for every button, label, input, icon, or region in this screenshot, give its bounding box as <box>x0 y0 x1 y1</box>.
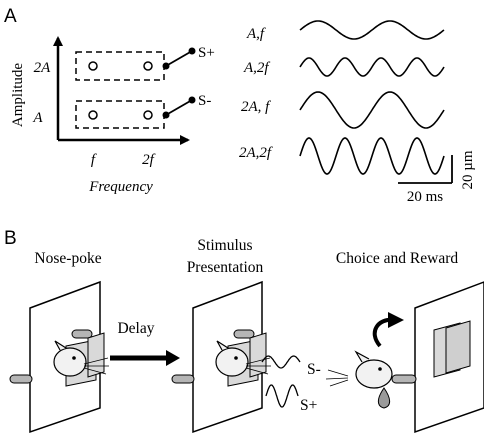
mouse-head <box>53 340 109 377</box>
y-tick-a: A <box>32 110 43 126</box>
stimulus-point <box>88 61 98 71</box>
panel-a-axes <box>53 36 190 145</box>
x-axis-label: Frequency <box>88 179 153 195</box>
stimulus-waves <box>261 355 301 408</box>
port-panel <box>445 320 471 374</box>
y-tick-2a: 2A <box>34 60 52 76</box>
stimulus-chamber <box>171 280 271 434</box>
panel-b-label: B <box>4 228 17 249</box>
mouse-head <box>215 340 271 377</box>
reward-port <box>391 374 417 384</box>
nose-poke-chamber <box>9 280 109 434</box>
waveform-label: 2A,2f <box>239 145 273 161</box>
stimulus-point <box>143 61 153 71</box>
x-tick-f: f <box>91 152 97 168</box>
turn-arrowhead <box>388 312 404 328</box>
waveform-trace <box>299 20 445 40</box>
water-drop-icon <box>377 387 391 409</box>
waveform-label: A,f <box>246 26 266 42</box>
stim-plus-label: S+ <box>300 397 317 414</box>
waveform-trace <box>299 91 445 129</box>
stimulus-wave <box>261 355 301 369</box>
stim-minus-label: S- <box>307 361 321 378</box>
stimulus-point <box>143 110 153 120</box>
stimulus-box-minus <box>75 96 196 129</box>
step-title-choice-reward: Choice and Reward <box>336 250 458 267</box>
time-scale-label: 20 ms <box>407 189 443 205</box>
step-title-nose-poke: Nose-poke <box>34 250 101 267</box>
mouse-head <box>325 350 393 389</box>
waveform-label: 2A, f <box>241 99 271 115</box>
waveform-label: A,2f <box>243 60 270 76</box>
stimulus-point <box>88 110 98 120</box>
stimulus-box-plus <box>75 47 196 81</box>
waveforms <box>299 20 445 175</box>
step-title-stimulus: Stimulus <box>197 237 252 254</box>
scale-bar <box>398 155 453 184</box>
s-plus-label: S+ <box>198 45 215 61</box>
whiskers <box>83 357 109 375</box>
whiskers <box>325 369 349 387</box>
delay-label: Delay <box>117 320 154 337</box>
amplitude-scale-label: 20 µm <box>460 150 476 189</box>
port-panel <box>249 332 267 378</box>
choice-reward-scene <box>325 281 484 434</box>
stimulus-wave <box>265 384 299 408</box>
side-port <box>9 374 33 384</box>
step-title-presentation: Presentation <box>187 259 264 276</box>
poke-port <box>71 329 93 339</box>
x-tick-2f: 2f <box>142 152 156 168</box>
poke-port <box>233 329 255 339</box>
y-axis-label: Amplitude <box>10 63 26 128</box>
delay-arrowhead <box>166 350 180 366</box>
waveform-trace <box>299 57 445 77</box>
waveform-trace <box>299 137 445 175</box>
panel-a-label: A <box>4 6 17 27</box>
s-minus-label: S- <box>198 93 211 109</box>
side-port <box>171 374 195 384</box>
whiskers <box>245 357 271 375</box>
port-panel <box>87 332 105 378</box>
